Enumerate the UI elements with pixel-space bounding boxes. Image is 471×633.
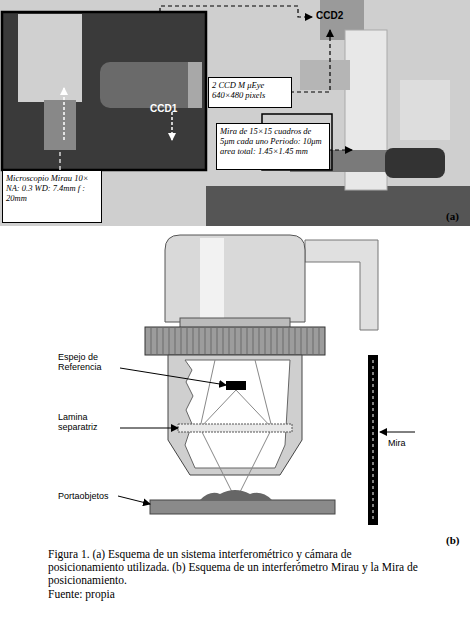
label-text: Espejo de Referencia — [58, 352, 120, 372]
leader-line — [160, 6, 312, 17]
label-text: Portaobjetos — [58, 491, 122, 501]
inset-ccd-camera — [100, 62, 200, 108]
cutaway — [185, 360, 290, 468]
inset-photo — [2, 12, 206, 170]
body-highlight — [200, 238, 224, 322]
label-text: CCD1 — [150, 104, 190, 114]
knurling — [151, 327, 319, 355]
slide — [150, 500, 335, 514]
inset-body — [18, 14, 82, 102]
photo-bench — [206, 186, 470, 226]
inset-objective — [44, 100, 76, 150]
objective-housing — [168, 355, 302, 475]
beam-splitter — [178, 424, 292, 432]
leader-arrow — [120, 428, 178, 429]
inset-arrow — [63, 88, 65, 140]
microscope-arm — [305, 240, 378, 330]
leader-arrow — [120, 368, 226, 385]
box-text: Mira de 15×15 cuadros de 5μm cada uno Pe… — [220, 126, 326, 156]
figure-caption: Figura 1. (a) Esquema de un sistema inte… — [48, 548, 420, 587]
label-text: Fuente: propia — [48, 588, 248, 601]
text-box: Microscopio Mirau 10× NA: 0.3 WD: 7.4mm … — [2, 170, 102, 223]
leader-line — [59, 150, 60, 170]
knurled-ring — [145, 327, 325, 355]
box-text: Microscopio Mirau 10× NA: 0.3 WD: 7.4mm … — [6, 173, 98, 203]
box-text: 2 CCD M μEye 640×480 pixels — [212, 80, 288, 100]
label-text: (b) — [446, 535, 470, 545]
photo-camera — [385, 148, 445, 178]
reference-mirror — [226, 381, 246, 390]
inset-ccd-end — [188, 62, 202, 108]
leader-arrow — [118, 496, 150, 504]
label-text: Lamina separatriz — [58, 412, 120, 432]
leader-line — [328, 149, 352, 150]
target-pattern — [373, 360, 374, 520]
text-box: 2 CCD M μEye 640×480 pixels — [208, 77, 292, 108]
sample — [200, 490, 272, 500]
photo-background — [0, 0, 470, 226]
leader-line — [290, 30, 330, 92]
leader-arrow — [380, 432, 415, 433]
photo-lamp — [400, 80, 450, 140]
text-box: Mira de 15×15 cuadros de 5μm cada uno Pe… — [216, 123, 330, 170]
label-text: CCD2 — [316, 11, 356, 21]
label-text: Mira — [388, 438, 428, 448]
inset-arrow — [171, 112, 173, 140]
label-text: (a) — [446, 211, 470, 221]
target-plate — [368, 355, 378, 525]
microscope-body — [165, 235, 305, 322]
photo-head — [300, 60, 350, 90]
